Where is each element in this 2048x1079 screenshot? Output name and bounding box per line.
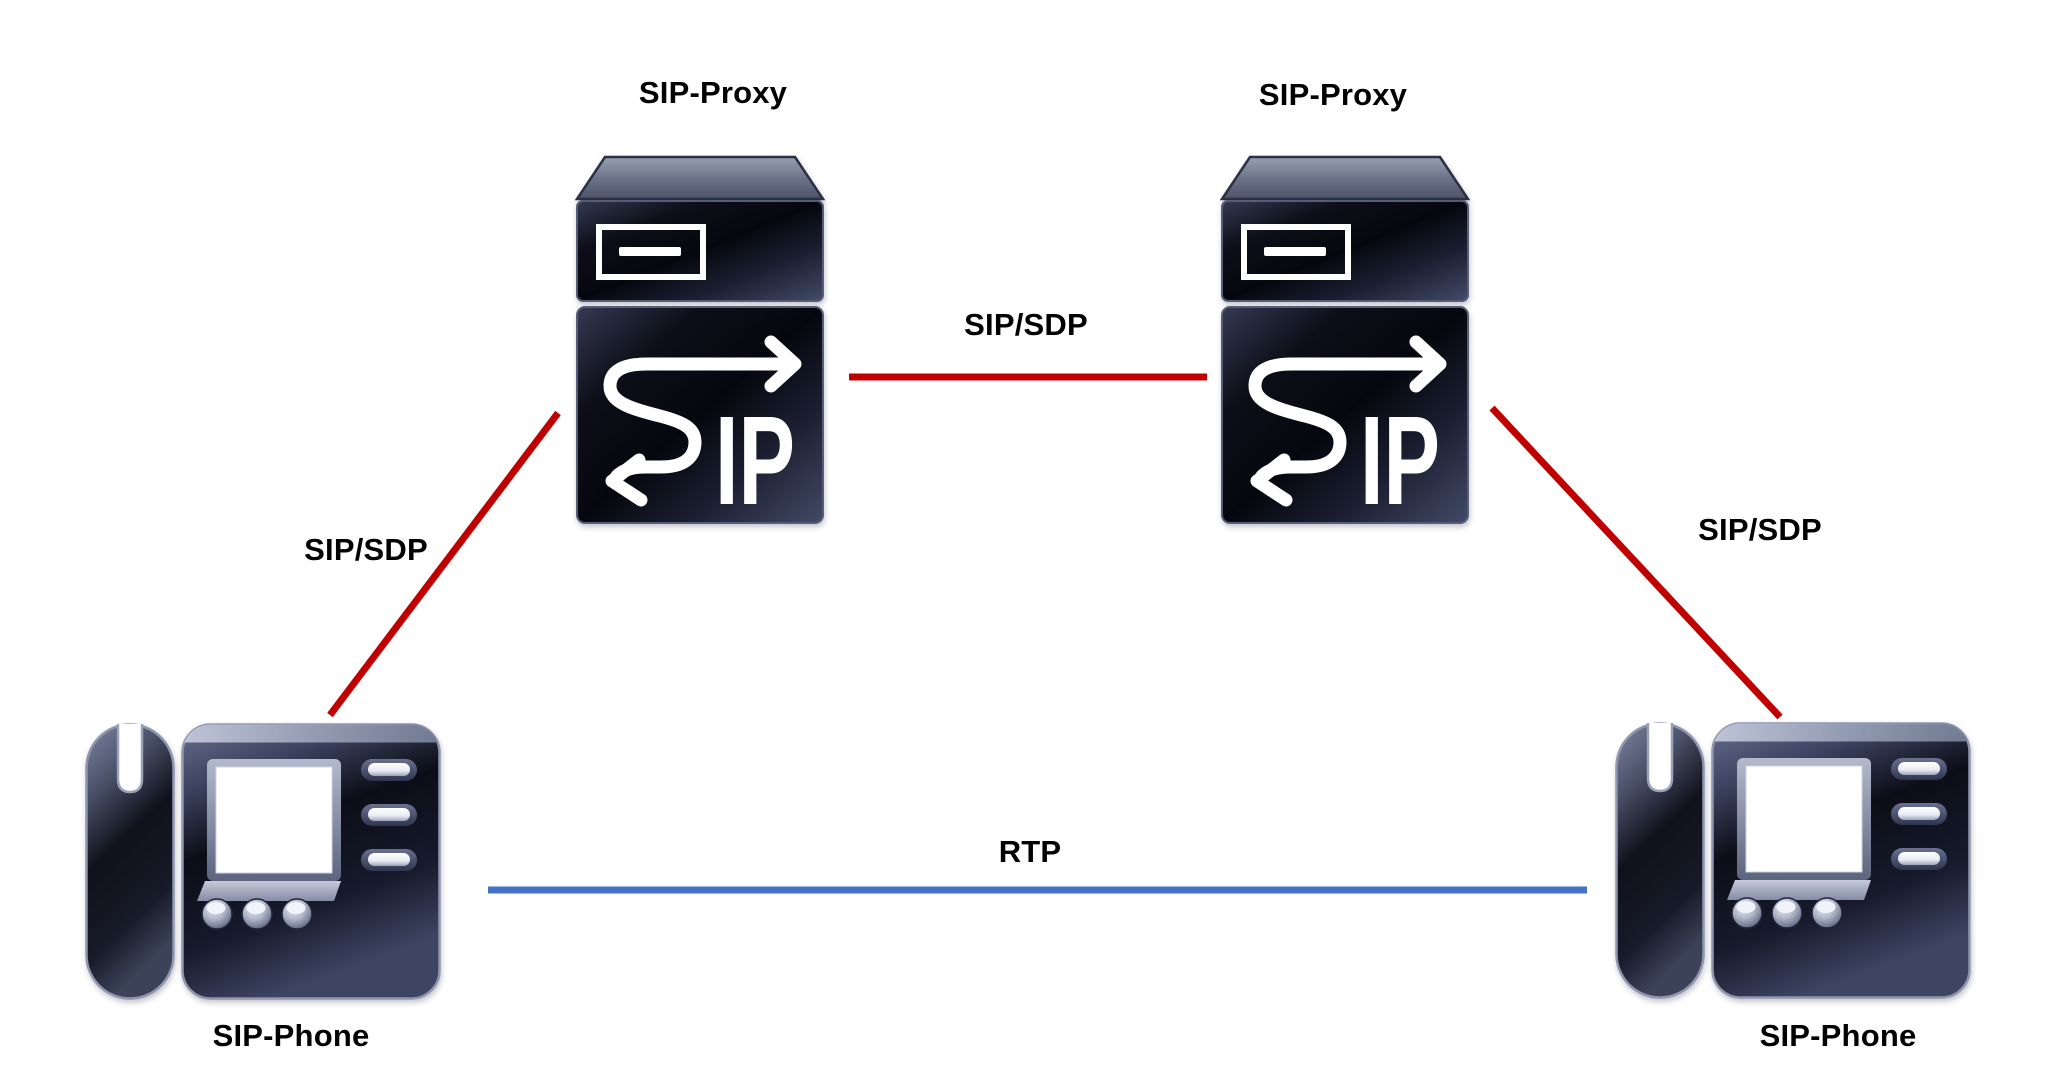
node-label-sip-phone-right: SIP-Phone xyxy=(1759,1018,1917,1053)
link-label-sipsdp-middle: SIP/SDP xyxy=(964,307,1088,342)
node-sip-proxy-left xyxy=(575,155,825,525)
link-label-rtp: RTP xyxy=(998,834,1062,869)
node-label-sip-proxy-right: SIP-Proxy xyxy=(1258,77,1408,112)
link-label-sipsdp-left: SIP/SDP xyxy=(304,532,428,567)
sip-proxy-server-icon xyxy=(575,155,825,525)
sip-proxy-server-icon xyxy=(1220,155,1470,525)
node-label-sip-phone-left: SIP-Phone xyxy=(212,1018,370,1053)
link-label-sipsdp-right: SIP/SDP xyxy=(1698,512,1822,547)
node-sip-phone-left xyxy=(85,723,441,1000)
sip-phone-icon xyxy=(85,723,441,1000)
link-line-proxyright-phoneright xyxy=(1489,405,1783,720)
node-sip-proxy-right xyxy=(1220,155,1470,525)
node-sip-phone-right xyxy=(1615,722,1971,999)
link-line-phoneleft-proxyleft xyxy=(327,410,561,718)
node-label-sip-proxy-left: SIP-Proxy xyxy=(638,75,788,110)
sip-phone-icon xyxy=(1615,722,1971,999)
